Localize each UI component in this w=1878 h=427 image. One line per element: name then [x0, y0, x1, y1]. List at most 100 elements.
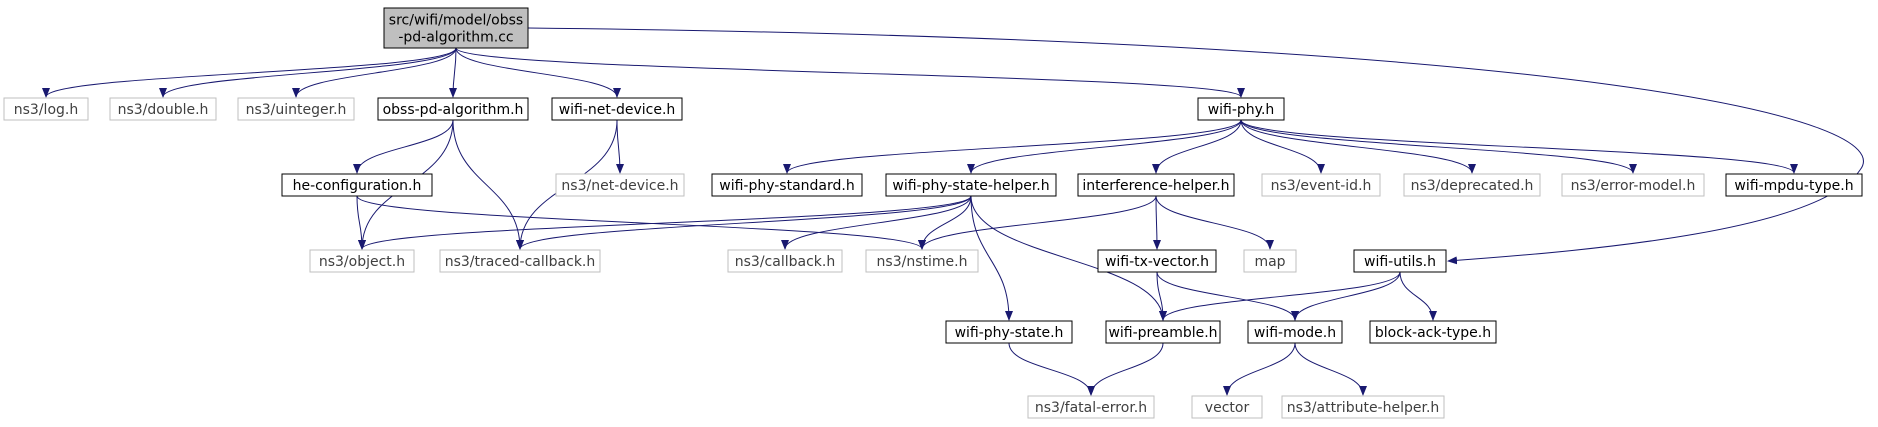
- node-object-box: [309, 249, 415, 273]
- node-object[interactable]: ns3/object.h: [309, 249, 415, 273]
- node-phystate[interactable]: wifi-phy-state.h: [945, 320, 1073, 344]
- node-attrhelper-label: ns3/attribute-helper.h: [1287, 400, 1440, 416]
- node-root-box: [383, 7, 529, 49]
- node-phystd-box: [711, 173, 863, 197]
- node-double-label: ns3/double.h: [118, 102, 209, 118]
- node-map[interactable]: map: [1243, 249, 1297, 273]
- node-mpdutype-box: [1725, 173, 1863, 197]
- node-netdev[interactable]: wifi-net-device.h: [551, 97, 683, 121]
- node-object-label: ns3/object.h: [319, 254, 405, 270]
- edge-mode-to-attrhelper: [1294, 342, 1367, 396]
- edge-wifiphy-to-interf: [1152, 119, 1242, 174]
- node-double[interactable]: ns3/double.h: [109, 97, 217, 121]
- node-fatal[interactable]: ns3/fatal-error.h: [1027, 395, 1155, 419]
- node-txvector[interactable]: wifi-tx-vector.h: [1097, 249, 1217, 273]
- node-heconf-box: [281, 173, 433, 197]
- node-txvector-box: [1097, 249, 1217, 273]
- node-root: src/wifi/model/obss-pd-algorithm.cc: [383, 7, 529, 49]
- node-phystd[interactable]: wifi-phy-standard.h: [711, 173, 863, 197]
- node-mpdutype[interactable]: wifi-mpdu-type.h: [1725, 173, 1863, 197]
- node-deprecated-label: ns3/deprecated.h: [1411, 178, 1534, 194]
- node-nstime-label: ns3/nstime.h: [877, 254, 968, 270]
- node-attrhelper-box: [1281, 395, 1445, 419]
- node-mpdutype-label: wifi-mpdu-type.h: [1734, 178, 1853, 194]
- node-double-box: [109, 97, 217, 121]
- edge-physthelper-to-phystate: [970, 195, 1013, 321]
- node-ns3netdev[interactable]: ns3/net-device.h: [555, 173, 685, 197]
- node-phystate-label: wifi-phy-state.h: [955, 325, 1064, 341]
- node-preamble-box: [1105, 320, 1221, 344]
- edge-wifiphy-to-mpdutype: [1240, 119, 1798, 174]
- node-log[interactable]: ns3/log.h: [3, 97, 89, 121]
- edge-wifiphy-to-phystd: [783, 119, 1242, 174]
- node-wifiphy-label: wifi-phy.h: [1208, 102, 1275, 118]
- node-utils[interactable]: wifi-utils.h: [1353, 249, 1447, 273]
- node-root-label: -pd-algorithm.cc: [398, 30, 513, 46]
- node-eventid[interactable]: ns3/event-id.h: [1261, 173, 1381, 197]
- edge-root-to-utils: [527, 27, 1864, 265]
- node-fatal-box: [1027, 395, 1155, 419]
- node-physthelper[interactable]: wifi-phy-state-helper.h: [885, 173, 1057, 197]
- edge-physthelper-to-callback: [781, 195, 972, 250]
- edge-physthelper-to-preamble: [970, 195, 1167, 321]
- node-traced-box: [439, 249, 601, 273]
- node-nstime[interactable]: ns3/nstime.h: [865, 249, 979, 273]
- node-attrhelper[interactable]: ns3/attribute-helper.h: [1281, 395, 1445, 419]
- node-fatal-label: ns3/fatal-error.h: [1035, 400, 1147, 416]
- node-errmodel[interactable]: ns3/error-model.h: [1561, 173, 1705, 197]
- node-map-label: map: [1254, 254, 1285, 270]
- node-callback[interactable]: ns3/callback.h: [727, 249, 843, 273]
- node-physthelper-box: [885, 173, 1057, 197]
- node-obsspd-label: obss-pd-algorithm.h: [383, 102, 524, 118]
- edge-wifiphy-to-errmodel: [1240, 119, 1637, 174]
- edge-mode-to-vector: [1223, 342, 1296, 396]
- node-eventid-box: [1261, 173, 1381, 197]
- node-vector[interactable]: vector: [1191, 395, 1263, 419]
- node-nstime-box: [865, 249, 979, 273]
- node-blockack-box: [1369, 320, 1497, 344]
- node-deprecated-box: [1403, 173, 1541, 197]
- node-mode-label: wifi-mode.h: [1254, 325, 1336, 341]
- node-utils-box: [1353, 249, 1447, 273]
- node-utils-label: wifi-utils.h: [1364, 254, 1436, 270]
- edge-wifiphy-to-eventid: [1240, 119, 1325, 174]
- node-obsspd[interactable]: obss-pd-algorithm.h: [377, 97, 529, 121]
- node-phystd-label: wifi-phy-standard.h: [719, 178, 854, 194]
- node-log-label: ns3/log.h: [14, 102, 78, 118]
- edge-preamble-to-fatal: [1087, 342, 1164, 396]
- edge-utils-to-blockack: [1399, 271, 1437, 321]
- edge-netdev-to-ns3netdev: [615, 119, 624, 174]
- node-vector-label: vector: [1205, 400, 1250, 416]
- edge-obsspd-to-traced: [452, 119, 524, 250]
- node-wifiphy-box: [1197, 97, 1285, 121]
- node-errmodel-label: ns3/error-model.h: [1571, 178, 1696, 194]
- node-uinteger[interactable]: ns3/uinteger.h: [237, 97, 355, 121]
- node-preamble[interactable]: wifi-preamble.h: [1105, 320, 1221, 344]
- edge-physthelper-to-object: [358, 195, 972, 250]
- edge-heconf-to-nstime: [356, 195, 926, 250]
- node-uinteger-box: [237, 97, 355, 121]
- edge-root-to-log: [42, 47, 457, 98]
- node-wifiphy[interactable]: wifi-phy.h: [1197, 97, 1285, 121]
- node-deprecated[interactable]: ns3/deprecated.h: [1403, 173, 1541, 197]
- node-eventid-label: ns3/event-id.h: [1271, 178, 1372, 194]
- node-blockack[interactable]: block-ack-type.h: [1369, 320, 1497, 344]
- node-traced[interactable]: ns3/traced-callback.h: [439, 249, 601, 273]
- node-interf-box: [1077, 173, 1235, 197]
- node-errmodel-box: [1561, 173, 1705, 197]
- node-txvector-label: wifi-tx-vector.h: [1105, 254, 1209, 270]
- edge-physthelper-to-nstime: [918, 195, 972, 250]
- edge-obsspd-to-heconf: [353, 119, 454, 174]
- edge-root-to-netdev: [455, 47, 621, 98]
- edge-utils-to-preamble: [1159, 271, 1401, 321]
- node-mode[interactable]: wifi-mode.h: [1247, 320, 1343, 344]
- node-heconf-label: he-configuration.h: [293, 178, 422, 194]
- node-interf[interactable]: interference-helper.h: [1077, 173, 1235, 197]
- node-obsspd-box: [377, 97, 529, 121]
- node-uinteger-label: ns3/uinteger.h: [246, 102, 347, 118]
- edge-root-to-wifiphy: [455, 47, 1245, 98]
- node-heconf[interactable]: he-configuration.h: [281, 173, 433, 197]
- node-traced-label: ns3/traced-callback.h: [445, 254, 596, 270]
- edge-interf-to-nstime: [918, 195, 1157, 250]
